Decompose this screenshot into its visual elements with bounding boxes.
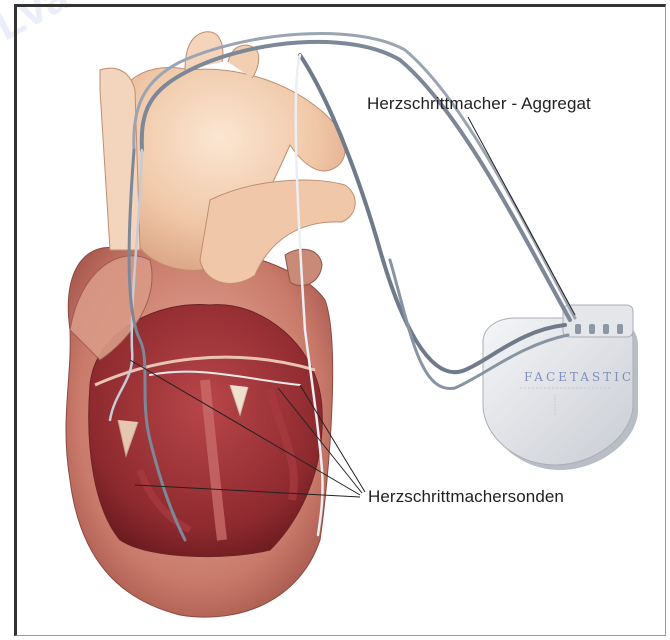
device-brand: FACETASTIC: [524, 370, 634, 384]
label-pacemaker-generator: Herzschrittmacher - Aggregat: [367, 94, 591, 114]
callout-generator: [468, 117, 575, 315]
pacemaker-generator: FACETASTIC: [483, 305, 638, 470]
label-pacemaker-leads: Herzschrittmachersonden: [368, 487, 564, 507]
pulmonary-vein: [285, 249, 322, 285]
